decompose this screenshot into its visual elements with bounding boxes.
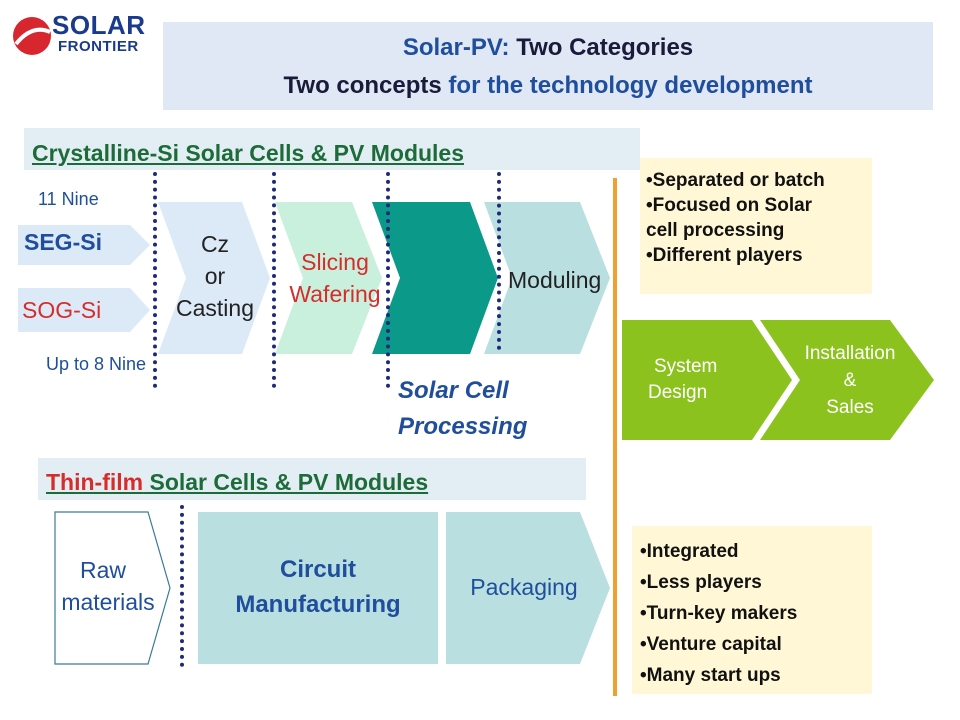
moduling-chevron [484,202,610,354]
solar-cell-processing-label: Solar Cell Processing [398,373,527,445]
raw-materials-chevron [54,511,171,665]
title-concepts: Two concepts [283,72,442,99]
sog-si-label: SOG-Si [22,297,102,323]
slicing-wafering-label: Slicing Wafering [270,246,400,310]
raw-line: Raw [79,557,126,583]
note-start-ups: •Many start ups [640,665,781,686]
seg-si-shape [18,225,150,265]
logo-sun-icon [13,17,51,55]
crystalline-notes: •Separated or batch •Focused on Solar ce… [640,158,872,294]
title-development: for the technology development [441,72,813,99]
wafering-line: Wafering [289,281,381,307]
note-less-players: •Less players [640,572,762,593]
dotted-divider-1 [153,172,157,388]
eleven-nine-label: 11 Nine [38,189,99,209]
title-categories: Two Categories [509,34,694,61]
packaging-chevron [446,512,610,664]
slicing-line: Slicing [301,249,369,275]
system-design-label: System Design [648,354,748,406]
cz-line: Cz [200,231,230,257]
circuit-manufacturing-box [198,512,438,664]
installation-sales-label: Installation & Sales [792,340,908,421]
thinfilm-notes: •Integrated •Less players •Turn-key make… [632,526,872,694]
note-focused: •Focused on Solar [646,195,813,216]
seg-si-label: SEG-Si [24,229,102,255]
cz-casting-label: Cz or Casting [160,228,270,324]
slicing-wafering-chevron [275,202,382,354]
moduling-label: Moduling [508,267,602,293]
sales-line: Sales [826,397,874,418]
up-to-8-nine-label: Up to 8 Nine [46,354,147,374]
installation-line: Installation [804,343,896,364]
processing-line: Processing [398,413,528,440]
title-line-1: Solar-PV: Two Categories [163,34,933,62]
or-line: or [204,263,226,289]
packaging-label: Packaging [470,574,578,600]
crystalline-header: Crystalline-Si Solar Cells & PV Modules [24,128,640,170]
separator-line [613,178,617,696]
dotted-divider-thin [180,505,184,667]
manufacturing-line: Manufacturing [235,591,401,618]
sog-si-shape [18,288,150,332]
thinfilm-header: Thin-film Solar Cells & PV Modules [38,458,586,500]
solar-cell-processing-chevron [372,202,498,354]
materials-line: materials [61,589,155,615]
solar-cell-line: Solar Cell [398,377,509,404]
system-design-chevron [622,320,792,440]
raw-materials-label: Raw materials [38,554,178,618]
dotted-divider-2 [272,172,276,388]
thinfilm-header-prefix: Thin-film [46,469,144,495]
title-line-2: Two concepts for the technology developm… [163,72,933,100]
title-prefix: Solar-PV: [402,34,510,61]
installation-sales-chevron [760,320,934,440]
note-venture-capital: •Venture capital [640,634,782,655]
note-turn-key: •Turn-key makers [640,603,798,624]
cz-casting-chevron [158,202,270,354]
note-different-players: •Different players [646,245,803,266]
note-separated: •Separated or batch [646,170,825,191]
note-cell-processing: cell processing [646,220,785,241]
dotted-divider-3 [386,172,390,388]
casting-line: Casting [176,295,254,321]
design-line: Design [648,382,708,403]
logo-text-solar: SOLAR [52,10,146,40]
title-box: Solar-PV: Two Categories Two concepts fo… [163,22,933,110]
logo-text-frontier: FRONTIER [58,38,139,55]
solar-frontier-logo: SOLAR FRONTIER [8,8,158,64]
ampersand-line: & [843,370,857,391]
note-integrated: •Integrated [640,541,739,562]
circuit-manufacturing-label: Circuit Manufacturing [198,552,438,622]
system-line: System [654,356,718,377]
dotted-divider-4 [497,172,501,350]
circuit-line: Circuit [279,556,356,583]
thinfilm-header-suffix: Solar Cells & PV Modules [143,469,429,495]
